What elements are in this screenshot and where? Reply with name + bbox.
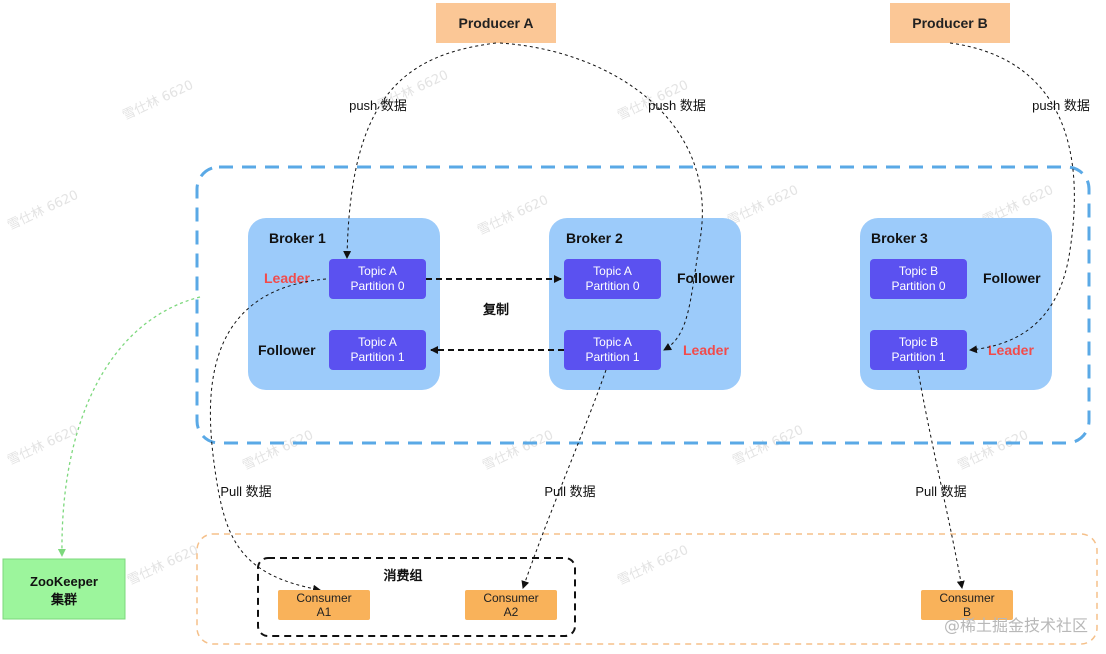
partition-line1: Topic B (899, 264, 938, 278)
zookeeper-line2: 集群 (50, 592, 77, 607)
watermark-tile: 雪仕林 6620 (125, 543, 200, 589)
watermark-tile: 雪仕林 6620 (240, 428, 315, 474)
producer-b-label: Producer B (912, 15, 987, 31)
role-follower-b3: Follower (983, 270, 1041, 286)
role-leader-b2: Leader (683, 342, 729, 358)
consumer-line2: A1 (317, 605, 332, 619)
consumer-group-boundary (257, 557, 576, 637)
replicate-label: 复制 (482, 302, 509, 317)
partition-line2: Partition 0 (585, 279, 639, 293)
watermark-tile: 雪仕林 6620 (955, 428, 1030, 474)
partition-b2-p1: Topic A Partition 1 (564, 330, 661, 370)
role-leader-b1: Leader (264, 270, 310, 286)
pull-label-2: Pull 数据 (544, 484, 595, 499)
consumer-line1: Consumer (939, 591, 994, 605)
kafka-cluster-boundary (195, 165, 1091, 445)
broker-3-label: Broker 3 (871, 230, 928, 246)
broker-1-label: Broker 1 (269, 230, 326, 246)
partition-line2: Partition 1 (891, 350, 945, 364)
partition-line1: Topic A (593, 264, 632, 278)
partition-line2: Partition 1 (350, 350, 404, 364)
zookeeper-line1: ZooKeeper (30, 574, 98, 589)
watermark-corner: @稀土掘金技术社区 (944, 616, 1088, 635)
broker-2-label: Broker 2 (566, 230, 623, 246)
watermark-tile: 雪仕林 6620 (5, 423, 80, 469)
consumer-line1: Consumer (296, 591, 351, 605)
consumer-b: Consumer B (921, 590, 1013, 620)
consumer-a2: Consumer A2 (465, 590, 557, 620)
role-leader-b3: Leader (988, 342, 1034, 358)
partition-b1-p1: Topic A Partition 1 (329, 330, 426, 370)
watermark-tile: 雪仕林 6620 (725, 183, 800, 229)
watermark-tile: 雪仕林 6620 (730, 423, 805, 469)
watermark-tile: 雪仕林 6620 (5, 188, 80, 234)
push-label-3: push 数据 (1032, 98, 1090, 113)
partition-b2-p0: Topic A Partition 0 (564, 259, 661, 299)
consumer-line2: B (963, 605, 971, 619)
consumer-a1: Consumer A1 (278, 590, 370, 620)
watermark-tile: 雪仕林 6620 (120, 78, 195, 124)
producer-a: Producer A (436, 3, 556, 43)
partition-b1-p0: Topic A Partition 0 (329, 259, 426, 299)
partition-line1: Topic A (593, 335, 632, 349)
consumer-area-boundary (196, 533, 1098, 645)
watermark-tile: 雪仕林 6620 (615, 543, 690, 589)
partition-line2: Partition 0 (350, 279, 404, 293)
pull-arrow-b3-to-consumer-b (917, 369, 965, 589)
watermark-tile: 雪仕林 6620 (480, 428, 555, 474)
partition-b3-p1: Topic B Partition 1 (870, 330, 967, 370)
consumer-line2: A2 (504, 605, 519, 619)
zookeeper-link (57, 296, 201, 557)
pull-arrow-b2-to-consumer-a2 (521, 369, 607, 589)
zookeeper-cluster: ZooKeeper 集群 (2, 558, 126, 620)
consumer-group-label: 消费组 (383, 568, 422, 583)
watermark-tile: 雪仕林 6620 (475, 193, 550, 239)
pull-label-1: Pull 数据 (220, 484, 271, 499)
partition-line2: Partition 0 (891, 279, 945, 293)
partition-line1: Topic A (358, 264, 397, 278)
push-arrow-producer-b-to-b3 (949, 42, 1075, 354)
partition-line2: Partition 1 (585, 350, 639, 364)
push-label-1: push 数据 (349, 98, 407, 113)
push-label-2: push 数据 (648, 98, 706, 113)
role-follower-b2: Follower (677, 270, 735, 286)
partition-line1: Topic B (899, 335, 938, 349)
partition-b3-p0: Topic B Partition 0 (870, 259, 967, 299)
pull-label-3: Pull 数据 (915, 484, 966, 499)
producer-a-label: Producer A (459, 15, 534, 31)
producer-b: Producer B (890, 3, 1010, 43)
consumer-line1: Consumer (483, 591, 538, 605)
role-follower-b1: Follower (258, 342, 316, 358)
partition-line1: Topic A (358, 335, 397, 349)
